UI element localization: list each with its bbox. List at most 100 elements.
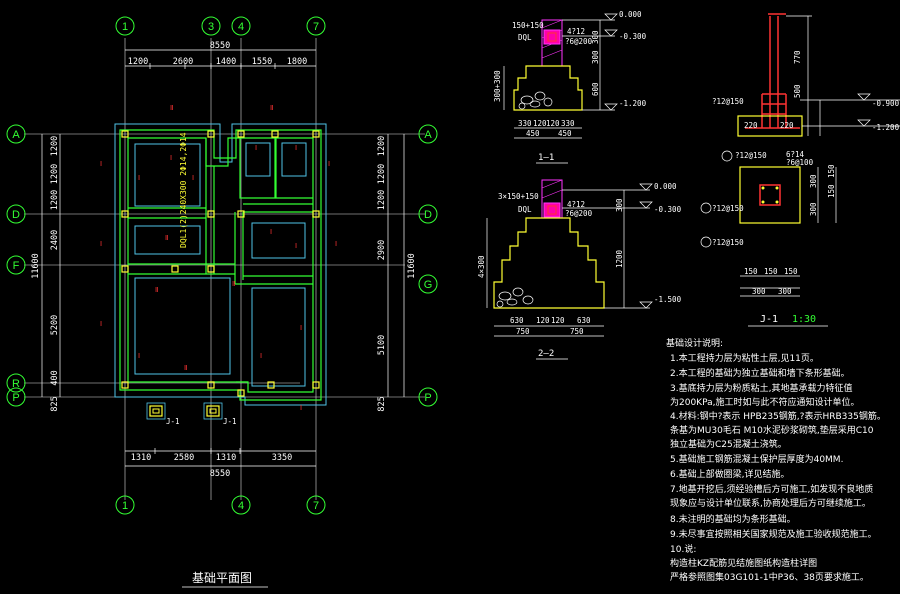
- s22-bot-total-1: 750: [516, 327, 530, 336]
- svg-text:Ⅰ: Ⅰ: [138, 352, 140, 360]
- bot-dim-2: 2580: [174, 453, 194, 463]
- s11-dim-v1: 300: [591, 30, 600, 44]
- svg-text:Ⅱ: Ⅱ: [155, 286, 158, 294]
- note-line: 10.说:: [670, 543, 696, 555]
- s22-elev-0: 0.000: [654, 182, 677, 191]
- j1-tie: 6?14: [786, 150, 805, 159]
- s22-dim-v2: 1200: [615, 249, 624, 268]
- svg-text:Ⅱ: Ⅱ: [165, 234, 168, 242]
- right-dim-1: 1200: [377, 136, 387, 156]
- s11-top-label: 150+150: [512, 21, 544, 30]
- s11-elev-1: -0.300: [619, 32, 647, 41]
- s22-bot-4: 630: [577, 316, 591, 325]
- svg-text:Ⅱ: Ⅱ: [270, 104, 273, 112]
- svg-text:Ⅰ: Ⅰ: [300, 404, 302, 412]
- s11-bot-total-1: 450: [526, 129, 540, 138]
- svg-text:Ⅱ: Ⅱ: [184, 364, 187, 372]
- top-dim-2: 2600: [173, 57, 193, 67]
- svg-text:Ⅰ: Ⅰ: [100, 320, 102, 328]
- s22-name: 2—2: [538, 349, 554, 359]
- axis-right-g: G: [424, 279, 433, 291]
- foundation-plan: Ⅱ Ⅱ Ⅰ Ⅰ Ⅰ Ⅰ Ⅰ Ⅰ Ⅰ Ⅰ Ⅱ Ⅰ Ⅰ Ⅰ Ⅱ Ⅱ Ⅰ Ⅰ Ⅰ Ⅱ …: [6, 16, 438, 588]
- svg-text:Ⅰ: Ⅰ: [138, 174, 140, 182]
- right-dim-5: 5100: [377, 335, 387, 355]
- j1-elev-2: -1.200: [872, 123, 900, 132]
- j1-bot-total-1: 300: [752, 287, 766, 296]
- note-line: 构造柱KZ配筋见结施图纸构造柱详图: [670, 557, 817, 569]
- top-dim-4: 1550: [252, 57, 272, 67]
- j1-elev-1: -0.900: [872, 99, 900, 108]
- bot-dim-3: 1310: [216, 453, 236, 463]
- s22-left-v: 4×300: [477, 255, 486, 278]
- left-dim-7: 825: [50, 396, 60, 411]
- svg-text:Ⅰ: Ⅰ: [170, 154, 172, 162]
- axis-right-p: P: [424, 392, 431, 404]
- s11-dim-v2: 300: [591, 50, 600, 64]
- right-dim-4: 2900: [377, 240, 387, 260]
- note-line: 为200KPa,施工时如与此不符应通知设计单位。: [670, 396, 859, 408]
- svg-text:Ⅰ: Ⅰ: [100, 240, 102, 248]
- s22-dql: DQL: [518, 205, 532, 214]
- j1-rebar-a: ?12@150: [712, 97, 744, 106]
- j1-tie2: ?6@100: [786, 158, 814, 167]
- top-total-dim: 8550: [210, 41, 230, 51]
- note-line: 5.基础施工钢筋混凝土保护层厚度为40MM.: [670, 453, 843, 465]
- column-markers: [121, 130, 320, 397]
- note-line: 7.地基开挖后,须经验槽后方可施工,如发现不良地质: [670, 483, 873, 495]
- j1-side-1: 300: [809, 174, 818, 188]
- axis-left-f: F: [13, 260, 20, 272]
- note-line: 1.本工程持力层为粘性土层,见11页。: [670, 352, 819, 364]
- j1-side-2: 150: [827, 164, 836, 178]
- right-dim-6: 825: [377, 396, 387, 411]
- axis-bottom-7: 7: [313, 500, 319, 512]
- s22-bot-total-2: 750: [570, 327, 584, 336]
- beam-label: DQL1(2)240X300 2Φ14,2Φ14: [179, 132, 188, 248]
- s11-elev-0: 0.000: [619, 10, 642, 19]
- axis-top-4: 4: [238, 21, 244, 33]
- j1-scale: 1:30: [792, 314, 816, 325]
- axis-bottom-1: 1: [122, 500, 128, 512]
- svg-text:Ⅱ: Ⅱ: [232, 280, 235, 288]
- bot-total-dim: 8550: [210, 469, 230, 479]
- j1-label-2: J-1: [223, 417, 237, 426]
- design-notes: 基础设计说明: 1.本工程持力层为粘性土层,见11页。 2.本工程的基础为独立基…: [666, 337, 886, 583]
- svg-text:Ⅱ: Ⅱ: [170, 104, 173, 112]
- axis-top-1: 1: [122, 21, 128, 33]
- j1-plan-dim-2: 220: [780, 121, 794, 130]
- s22-bot-1: 630: [510, 316, 524, 325]
- section-2-2: 0.000 -0.300 -1.500 3×150+150 DQL 4?12 ?…: [477, 179, 682, 360]
- note-line: 独立基础为C25混凝土浇筑。: [670, 438, 787, 450]
- bot-dim-1: 1310: [131, 453, 151, 463]
- note-line: 8.未注明的基础均为条形基础。: [670, 513, 796, 525]
- bot-dim-4: 3350: [272, 453, 292, 463]
- s11-bot-total-2: 450: [558, 129, 572, 138]
- left-dim-3: 1200: [50, 190, 60, 210]
- j1-side-4: 300: [809, 202, 818, 216]
- s11-bot-1: 330: [518, 119, 532, 128]
- s22-top-label: 3×150+150: [498, 192, 539, 201]
- left-total-dim: 11600: [31, 253, 41, 279]
- svg-text:Ⅰ: Ⅰ: [255, 144, 257, 152]
- s11-rebar: 4?12: [567, 27, 585, 36]
- notes-title: 基础设计说明:: [666, 337, 723, 349]
- j1-dim-top-1: 770: [793, 50, 802, 64]
- svg-text:Ⅰ: Ⅰ: [295, 242, 297, 250]
- s11-left-v: 300+300: [493, 70, 502, 102]
- section-1-1: 0.000 -0.300 -1.200 150+150 DQL 4?12 ?6@…: [493, 10, 647, 164]
- note-line: 9.未尽事宜按照相关国家规范及施工验收规范施工。: [670, 528, 877, 540]
- note-line: 4.材料:钢中?表示 HPB235钢筋,?表示HRB335钢筋。: [670, 410, 886, 422]
- section-marks: Ⅱ Ⅱ Ⅰ Ⅰ Ⅰ Ⅰ Ⅰ Ⅰ Ⅰ Ⅰ Ⅱ Ⅰ Ⅰ Ⅰ Ⅱ Ⅱ Ⅰ Ⅰ Ⅰ Ⅱ …: [100, 104, 337, 412]
- j1-bot-3: 150: [784, 267, 798, 276]
- s11-bot-4: 330: [561, 119, 575, 128]
- j1-rebar-d: ?12@150: [712, 238, 744, 247]
- axis-left-d: D: [12, 209, 20, 221]
- s11-bot-2: 120: [533, 119, 547, 128]
- svg-text:Ⅰ: Ⅰ: [300, 324, 302, 332]
- independent-footings: J-1 J-1: [146, 402, 237, 426]
- left-dim-2: 1200: [50, 164, 60, 184]
- svg-text:Ⅰ: Ⅰ: [260, 352, 262, 360]
- s22-elev-1: -0.300: [654, 205, 682, 214]
- svg-text:Ⅰ: Ⅰ: [192, 174, 194, 182]
